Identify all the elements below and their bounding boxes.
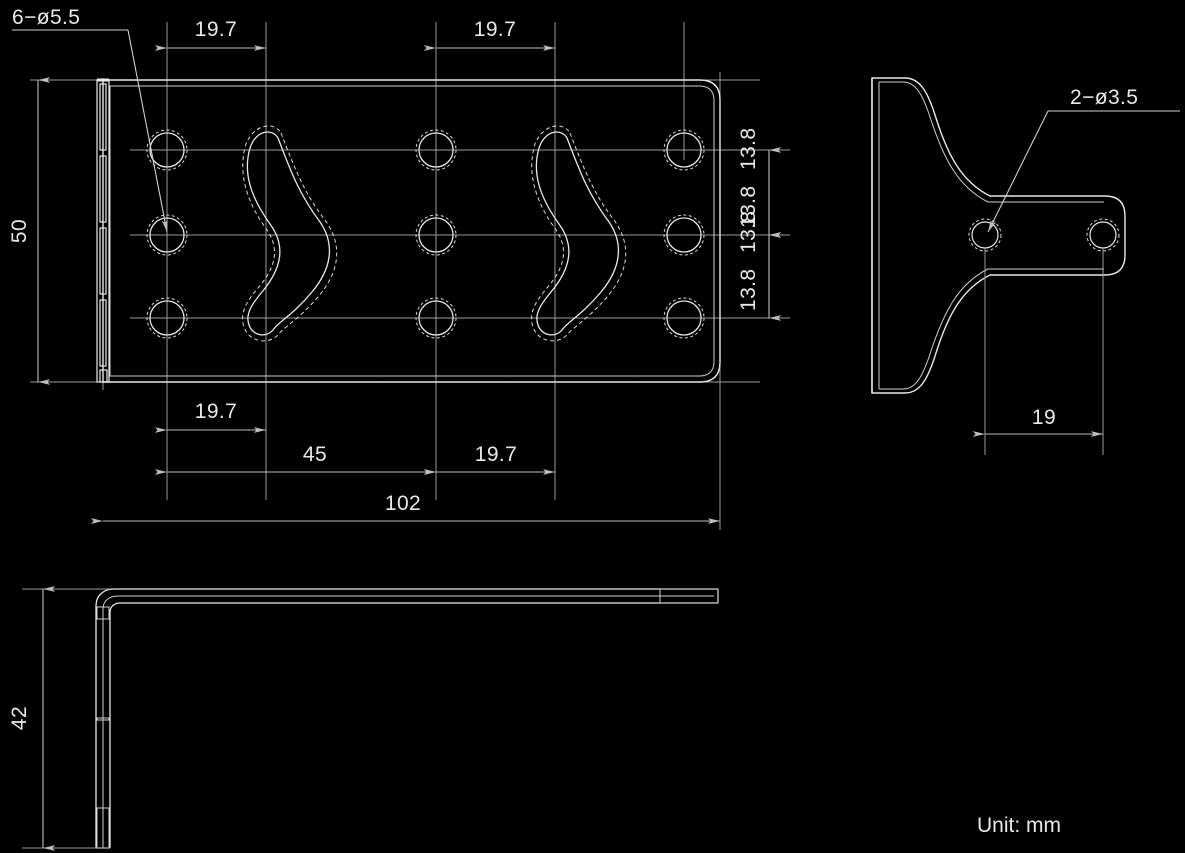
dim-bottom-102: 102 (91, 492, 720, 524)
l-end-tab (659, 588, 719, 604)
dim-value: 50 (8, 219, 31, 243)
side-view-construction-lines (984, 248, 1104, 455)
dim-value: 19.7 (195, 400, 237, 423)
hole-r1c1 (146, 129, 188, 171)
dim-value: 19.7 (195, 18, 237, 41)
hole-group-5p5 (146, 129, 705, 339)
dim-value: 102 (385, 492, 421, 515)
front-view: 6−ø5.5 19.7 19.7 50 13.8 13.8 13.8 13.8 (8, 6, 790, 530)
dim-profile-42: 42 (8, 586, 55, 851)
curved-slot-2 (535, 131, 620, 336)
hinge-slot-3 (99, 227, 107, 295)
front-view-construction-lines (30, 22, 790, 530)
hinge-slot-4 (99, 299, 107, 367)
l-corner-notch (96, 606, 110, 620)
side-view: 2−ø3.5 19 (871, 77, 1180, 455)
side-hole-2 (1086, 218, 1120, 252)
side-bracket-inner (878, 81, 1104, 390)
hole-r2c1 (146, 214, 188, 256)
left-hinge-band (96, 78, 110, 383)
label-6-holes: 6−ø5.5 (12, 6, 80, 29)
dim-top-right-197: 19.7 (424, 18, 555, 51)
hole-r3c2 (415, 297, 457, 339)
dim-value: 19 (1032, 406, 1056, 429)
leader-slant (987, 110, 1049, 233)
hole-r1c2 (415, 129, 457, 171)
l-profile-outer (95, 588, 718, 848)
dim-bottom-45: 45 (155, 443, 436, 475)
side-inner-upper (879, 81, 1104, 203)
l-profile-detail-lines (96, 588, 719, 849)
dim-value: 19.7 (475, 443, 517, 466)
plate-outline (102, 79, 721, 383)
bottom-profile-view: 42 (8, 586, 719, 851)
hinge-slot-1 (99, 83, 107, 151)
dim-value-2: 13.8 (737, 186, 760, 228)
leader-6-holes (12, 29, 168, 233)
hole-r3c1 (146, 297, 188, 339)
dim-value: 42 (8, 706, 31, 730)
label-2-holes: 2−ø3.5 (1070, 86, 1138, 109)
curved-slot-2-outer (531, 125, 627, 342)
dim-right-138-lower: 13.8 13.8 (737, 211, 781, 321)
hinge-slot-2 (99, 155, 107, 223)
l-profile-outline (95, 588, 719, 849)
l-profile-mid (102, 595, 714, 848)
hole-r1c3 (663, 129, 705, 171)
side-bracket-outline (871, 77, 1126, 394)
l-seg-mark-1 (96, 717, 110, 721)
hinge-end-tab (99, 369, 108, 383)
dim-value-2: 13.8 (737, 269, 760, 311)
plate-body (102, 79, 721, 383)
hole-r2c2 (415, 214, 457, 256)
plate-body-inner (109, 85, 715, 377)
curved-slot-group (242, 125, 627, 342)
dim-right-138-upper: 13.8 13.8 (737, 128, 781, 238)
dim-value: 13.8 (737, 128, 760, 170)
unit-note: Unit: mm (977, 814, 1061, 837)
curved-slot-1-outer (242, 125, 338, 342)
side-profile (871, 77, 1126, 394)
side-hole-1 (968, 218, 1002, 252)
hole-r2c3 (663, 214, 705, 256)
dim-value: 19.7 (474, 18, 516, 41)
dim-value: 45 (303, 443, 327, 466)
dim-bottom-197-left: 19.7 (155, 400, 266, 433)
profile-construction-lines (22, 588, 110, 849)
dim-top-left-197: 19.7 (155, 18, 266, 51)
hole-r3c3 (663, 297, 705, 339)
dim-side-19: 19 (973, 406, 1103, 437)
dim-left-50: 50 (8, 77, 50, 385)
leader-slant (127, 29, 168, 233)
dim-value: 13.8 (737, 211, 760, 253)
dim-bottom-197-right: 19.7 (424, 443, 555, 475)
l-profile-inner (109, 602, 718, 848)
leader-2-holes (987, 110, 1180, 233)
plate-inner-outline (109, 85, 715, 377)
curved-slot-1 (246, 131, 331, 336)
side-inner-lower (879, 268, 1104, 390)
